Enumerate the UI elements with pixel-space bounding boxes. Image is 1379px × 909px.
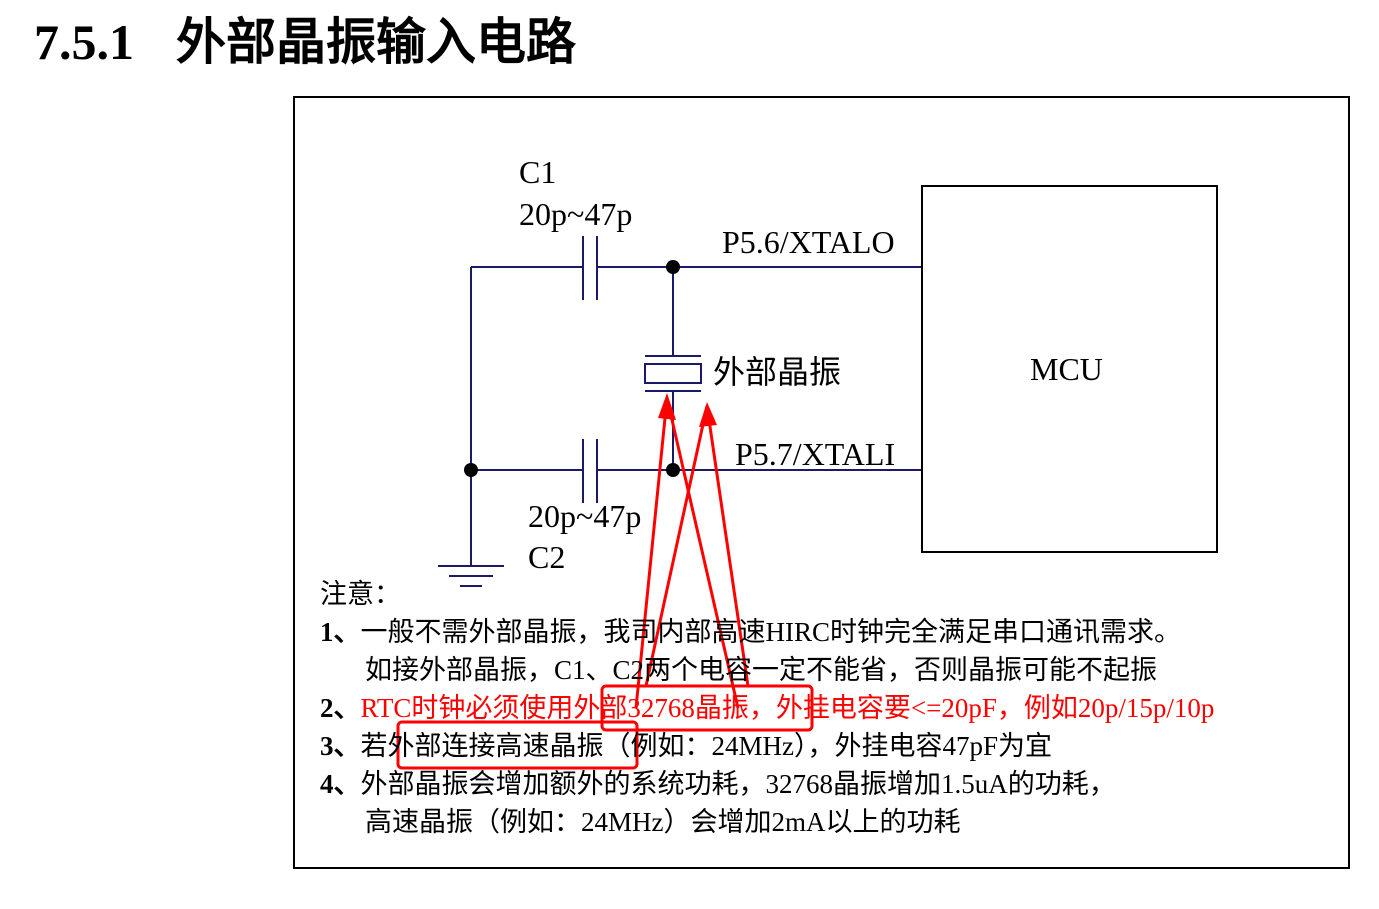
- notes-title: 注意：: [320, 579, 401, 609]
- pin-out-label: P5.6/XTALO: [722, 224, 895, 260]
- pin-in-label: P5.7/XTALI: [735, 436, 896, 472]
- junction-dot-ground: [464, 463, 478, 477]
- section-title: 外部晶振输入电路: [176, 14, 576, 70]
- diagram-frame: [293, 96, 1350, 869]
- ground-icon: [438, 565, 504, 587]
- note-line-1: 1、一般不需外部晶振，我司内部高速HIRC时钟完全满足串口通讯需求。: [320, 617, 1182, 647]
- annotation-arrow-left: [634, 397, 669, 709]
- mcu-label: MCU: [1030, 351, 1103, 387]
- note-line-4: 4、外部晶振会增加额外的系统功耗，32768晶振增加1.5uA的功耗，: [320, 769, 1116, 799]
- crystal-label: 外部晶振: [713, 354, 842, 390]
- highlight-box-32768: [600, 684, 814, 732]
- note-line-3: 3、若外部连接高速晶振（例如：24MHz），外挂电容47pF为宜: [320, 731, 1053, 761]
- junction-dot-bottom: [666, 463, 680, 477]
- crystal-icon: [644, 355, 702, 392]
- note-line-4b: 高速晶振（例如：24MHz）会增加2mA以上的功耗: [365, 807, 961, 837]
- c2-value-label: 20p~47p: [528, 498, 642, 534]
- arrowhead-right-icon: [699, 402, 717, 427]
- c1-name-label: C1: [519, 154, 557, 190]
- section-number: 7.5.1: [34, 14, 134, 70]
- section-heading: 7.5.1 外部晶振输入电路: [34, 10, 576, 74]
- mcu-box: [921, 185, 1218, 553]
- note-line-2: 2、RTC时钟必须使用外部32768晶振，外挂电容要<=20pF，例如20p/1…: [320, 693, 1215, 723]
- note-line-1b: 如接外部晶振，C1、C2两个电容一定不能省，否则晶振可能不起振: [365, 655, 1158, 685]
- c2-name-label: C2: [528, 539, 566, 575]
- highlight-box-high-speed: [396, 720, 639, 770]
- c1-value-label: 20p~47p: [519, 196, 633, 232]
- arrowhead-left-icon: [658, 393, 676, 420]
- annotation-arrow-right: [705, 405, 750, 687]
- junction-dot-top: [666, 260, 680, 274]
